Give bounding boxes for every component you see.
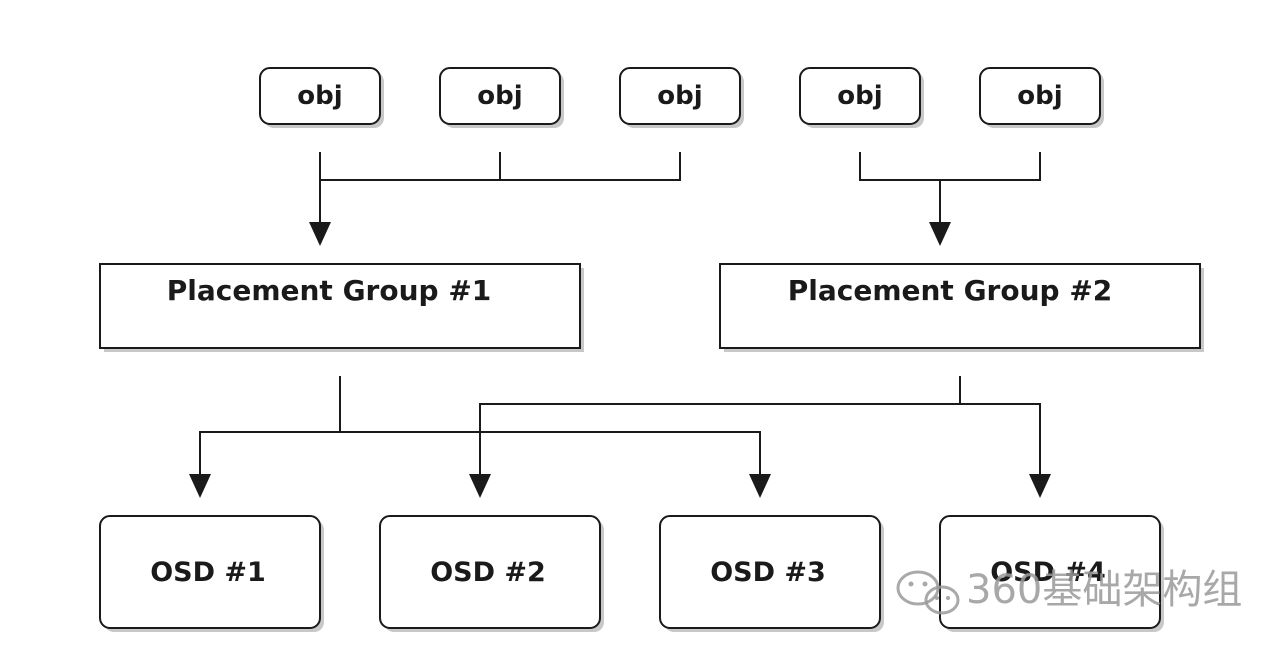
arrowhead bbox=[189, 474, 211, 498]
arrowhead bbox=[929, 222, 951, 246]
watermark: 360基础架构组 bbox=[896, 567, 1242, 615]
osd-label: OSD #4 bbox=[990, 557, 1106, 588]
osd-node-1: OSD #1 bbox=[99, 515, 324, 632]
osd-label: OSD #3 bbox=[710, 557, 826, 588]
osd-node-4: OSD #4 bbox=[939, 515, 1164, 632]
obj-label: obj bbox=[297, 81, 342, 111]
obj-label: obj bbox=[837, 81, 882, 111]
arrowhead bbox=[1029, 474, 1051, 498]
osd-node-3: OSD #3 bbox=[659, 515, 884, 632]
obj-node-1: obj bbox=[259, 67, 384, 128]
placement-group-2: Placement Group #2 bbox=[719, 263, 1204, 352]
arrowhead bbox=[309, 222, 331, 246]
edges-obj-to-pg1 bbox=[309, 152, 681, 246]
osd-label: OSD #2 bbox=[430, 557, 546, 588]
obj-node-4: obj bbox=[799, 67, 924, 128]
osd-node-2: OSD #2 bbox=[379, 515, 604, 632]
obj-label: obj bbox=[657, 81, 702, 111]
obj-node-2: obj bbox=[439, 67, 564, 128]
placement-group-1: Placement Group #1 bbox=[99, 263, 584, 352]
obj-node-5: obj bbox=[979, 67, 1104, 128]
placement-group-label: Placement Group #1 bbox=[167, 274, 492, 307]
edges-pg2-to-osds bbox=[469, 376, 1051, 498]
obj-label: obj bbox=[1017, 81, 1062, 111]
obj-node-3: obj bbox=[619, 67, 744, 128]
arrowhead bbox=[749, 474, 771, 498]
wechat-icon bbox=[896, 570, 960, 615]
edges-obj-to-pg2 bbox=[859, 152, 1041, 246]
placement-group-label: Placement Group #2 bbox=[788, 274, 1113, 307]
osd-label: OSD #1 bbox=[150, 557, 266, 588]
arrowhead bbox=[469, 474, 491, 498]
watermark-text: 360基础架构组 bbox=[966, 567, 1242, 613]
obj-label: obj bbox=[477, 81, 522, 111]
